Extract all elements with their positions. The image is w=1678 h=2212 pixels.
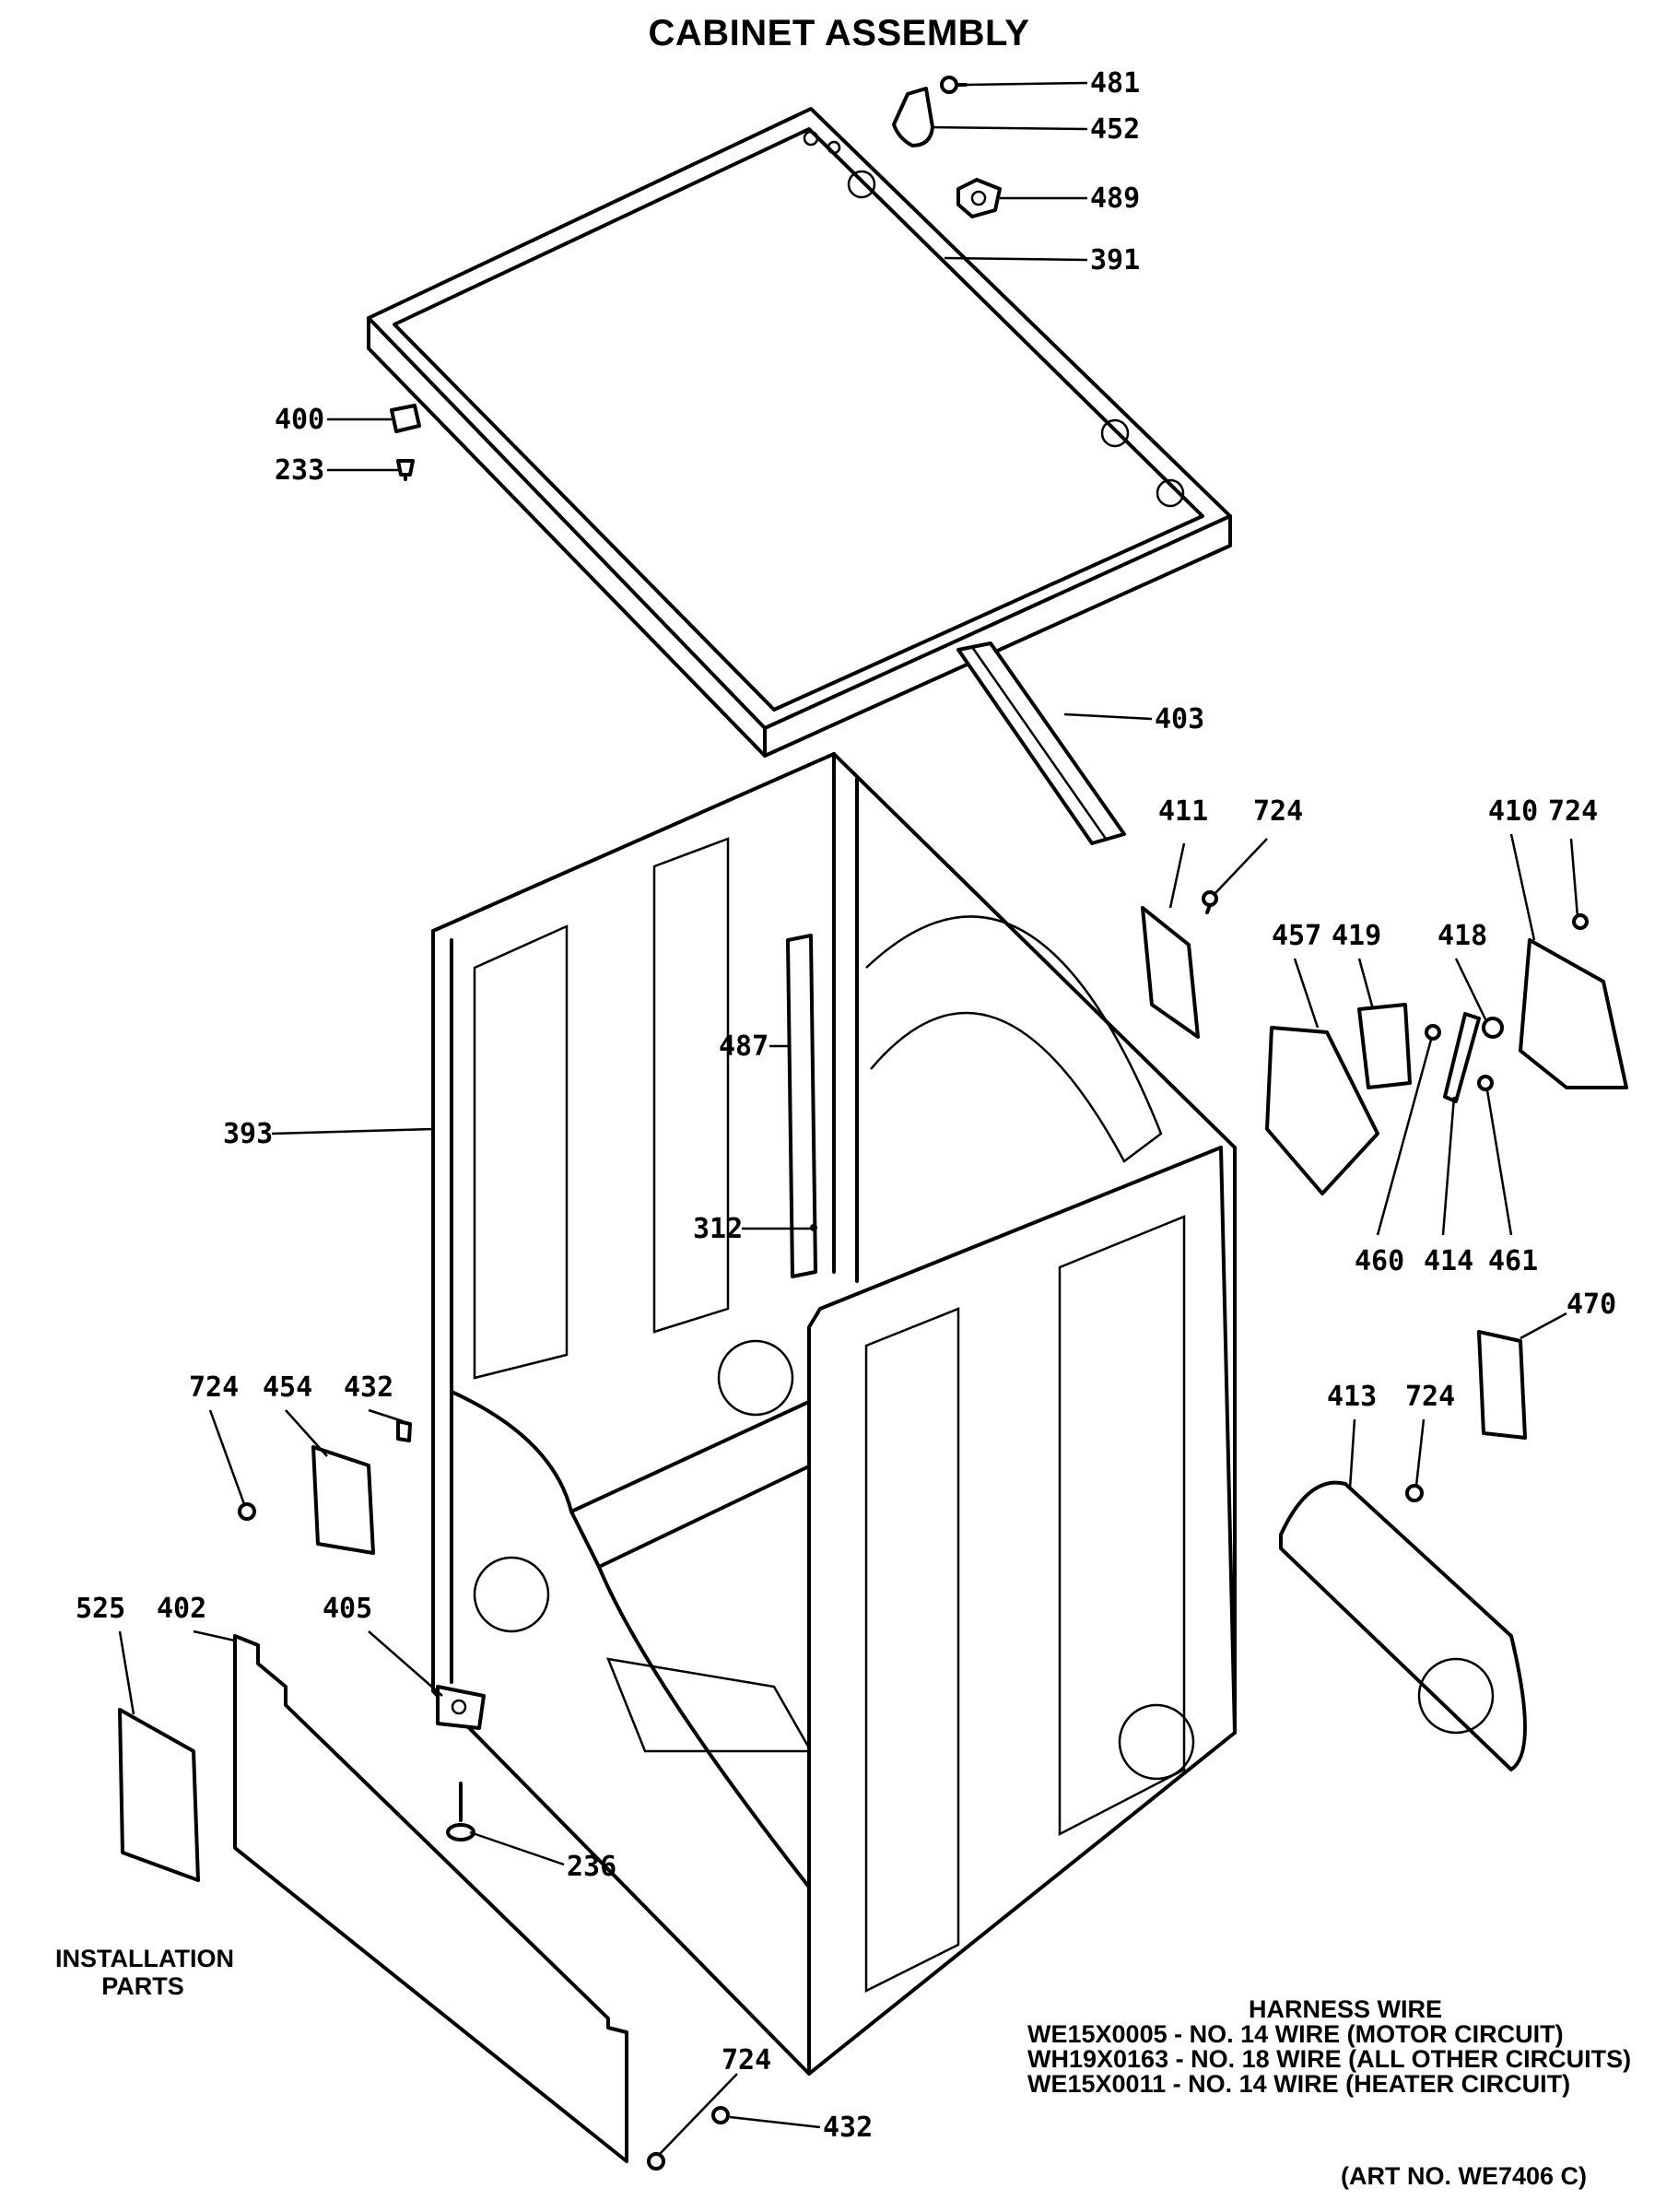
leveling-leg-236-part[interactable] (446, 1782, 475, 1841)
callout-457: 457 (1272, 920, 1321, 952)
screw-724a-part[interactable] (1202, 890, 1218, 914)
clip-432a-part[interactable] (396, 1419, 412, 1442)
screw-724d-part[interactable] (1405, 1484, 1424, 1502)
callout-233: 233 (275, 454, 324, 487)
switch-454-part[interactable] (311, 1445, 375, 1555)
knob-418-part[interactable] (1482, 1017, 1504, 1039)
callout-405: 405 (323, 1593, 372, 1625)
installation-bag-525-part[interactable] (118, 1708, 200, 1882)
strap-414-part[interactable] (1443, 1012, 1481, 1103)
callout-402: 402 (157, 1593, 206, 1625)
callout-724e: 724 (722, 2044, 771, 2077)
callout-460: 460 (1355, 1245, 1404, 1277)
installation-caption-line-2: PARTS (101, 1972, 184, 2000)
callout-525: 525 (76, 1593, 125, 1625)
screw-724e-part[interactable] (647, 2152, 665, 2171)
callout-414: 414 (1424, 1245, 1473, 1277)
harness-title: HARNESS WIRE (1248, 1995, 1442, 2023)
terminal-block-419-part[interactable] (1357, 1003, 1412, 1089)
callout-470: 470 (1567, 1288, 1616, 1321)
callout-419: 419 (1332, 920, 1381, 952)
callout-418: 418 (1437, 920, 1487, 952)
bracket-410-part[interactable] (1519, 938, 1628, 1089)
screw-481-part[interactable] (940, 76, 968, 94)
clip-405-part[interactable] (436, 1685, 486, 1730)
callout-452: 452 (1090, 113, 1140, 146)
callout-labels: 481 452 489 391 400 233 403 411 724 410 … (76, 67, 1616, 2144)
top-cover-part[interactable] (367, 107, 1232, 758)
harness-wire-legend: HARNESS WIRE WE15X0005 - NO. 14 WIRE (MO… (1027, 1997, 1663, 2097)
page-title: CABINET ASSEMBLY (648, 13, 1030, 53)
clip-400-part[interactable] (390, 404, 421, 433)
callout-724c: 724 (1405, 1381, 1455, 1413)
screw-724c-part[interactable] (238, 1502, 256, 1521)
plate-470-part[interactable] (1477, 1330, 1527, 1440)
callout-454: 454 (263, 1371, 312, 1404)
plate-411-part[interactable] (1141, 906, 1200, 1039)
callout-724d: 724 (189, 1371, 239, 1404)
callout-487: 487 (719, 1030, 769, 1063)
callout-391: 391 (1090, 244, 1140, 276)
harness-line-3: WE15X0011 - NO. 14 WIRE (HEATER CIRCUIT) (1027, 2070, 1571, 2098)
art-number: (ART NO. WE7406 C) (1341, 2162, 1588, 2190)
screw-233-part[interactable] (396, 459, 415, 481)
callout-432b: 432 (823, 2112, 873, 2144)
clip-489-part[interactable] (956, 178, 1002, 218)
screw-461-part[interactable] (1477, 1075, 1494, 1091)
bracket-452-part[interactable] (892, 87, 934, 147)
callout-461: 461 (1488, 1245, 1538, 1277)
cover-413-part[interactable] (1279, 1480, 1527, 1771)
callout-411: 411 (1158, 795, 1208, 828)
installation-parts-caption: INSTALLATION PARTS (55, 1945, 234, 2000)
leader-lines (118, 81, 1579, 2155)
callout-236: 236 (567, 1851, 616, 1883)
callout-403: 403 (1155, 703, 1204, 735)
harness-line-2: WH19X0163 - NO. 18 WIRE (ALL OTHER CIRCU… (1027, 2045, 1632, 2073)
clip-432b-part[interactable] (711, 2106, 730, 2124)
callout-393: 393 (223, 1118, 273, 1150)
callout-400: 400 (275, 404, 324, 436)
rail-403-part[interactable] (956, 641, 1126, 845)
harness-line-1: WE15X0005 - NO. 14 WIRE (MOTOR CIRCUIT) (1027, 2020, 1564, 2048)
callout-432a: 432 (344, 1371, 393, 1404)
bracket-457-part[interactable] (1265, 1026, 1379, 1195)
callout-489: 489 (1090, 182, 1140, 215)
cabinet-393-part[interactable] (431, 752, 1237, 2076)
callout-724a: 724 (1253, 795, 1303, 828)
toe-kick-402-part[interactable] (233, 1634, 628, 2163)
callout-724b: 724 (1548, 795, 1598, 828)
callout-481: 481 (1090, 67, 1140, 100)
screw-460-part[interactable] (1425, 1024, 1441, 1041)
screw-724b-part[interactable] (1572, 913, 1589, 930)
installation-caption-line-1: INSTALLATION (55, 1945, 234, 1972)
callout-312: 312 (693, 1213, 743, 1245)
callout-413: 413 (1327, 1381, 1377, 1413)
callout-410: 410 (1488, 795, 1538, 828)
